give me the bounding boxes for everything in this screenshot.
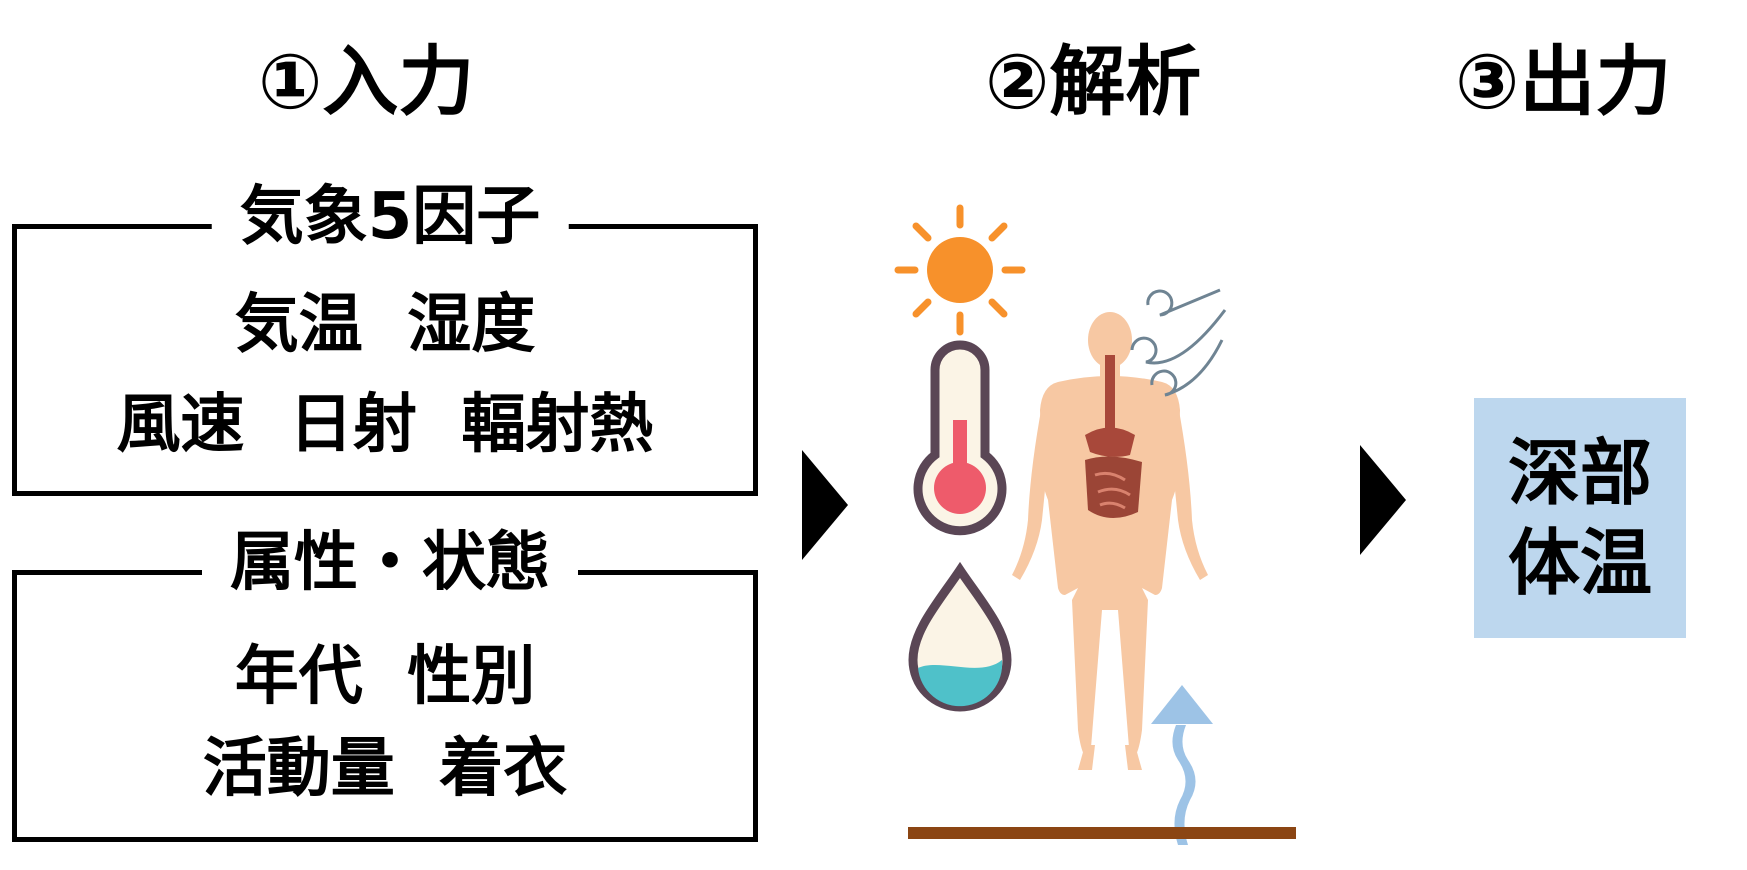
heat-rising-arrow-icon <box>1151 685 1213 845</box>
thermometer-icon <box>913 340 1007 536</box>
step-input-heading: ①入力 <box>258 37 475 126</box>
weather-factors-title: 気象5因子 <box>211 185 569 249</box>
weather-factors-box: 気象5因子 気温 湿度 風速 日射 輻射熱 <box>12 185 758 496</box>
sun-icon <box>894 204 1026 336</box>
organs-icon <box>1085 355 1142 519</box>
flow-arrow-input-to-analysis <box>802 450 848 560</box>
analysis-illustration <box>894 204 1227 845</box>
output-box: 深部 体温 <box>1474 398 1686 638</box>
attributes-box: 属性・状態 年代 性別 活動量 着衣 <box>12 531 758 842</box>
ground-line <box>908 827 1296 839</box>
weather-factors-line-2: 風速 日射 輻射熱 <box>116 388 654 462</box>
attributes-line-1: 年代 性別 <box>234 640 536 714</box>
attributes-title: 属性・状態 <box>202 531 578 595</box>
weather-factors-line-1: 気温 湿度 <box>234 288 536 362</box>
water-drop-icon <box>908 561 1012 712</box>
output-line-2: 体温 <box>1507 521 1652 605</box>
attributes-line-2: 活動量 着衣 <box>202 732 568 806</box>
wind-icon <box>1130 288 1227 397</box>
flow-arrow-analysis-to-output <box>1360 445 1406 555</box>
step-analysis-heading: ②解析 <box>985 37 1202 126</box>
step-output-heading: ③出力 <box>1455 37 1672 126</box>
output-line-1: 深部 <box>1507 431 1652 515</box>
human-body-icon <box>1012 312 1208 770</box>
